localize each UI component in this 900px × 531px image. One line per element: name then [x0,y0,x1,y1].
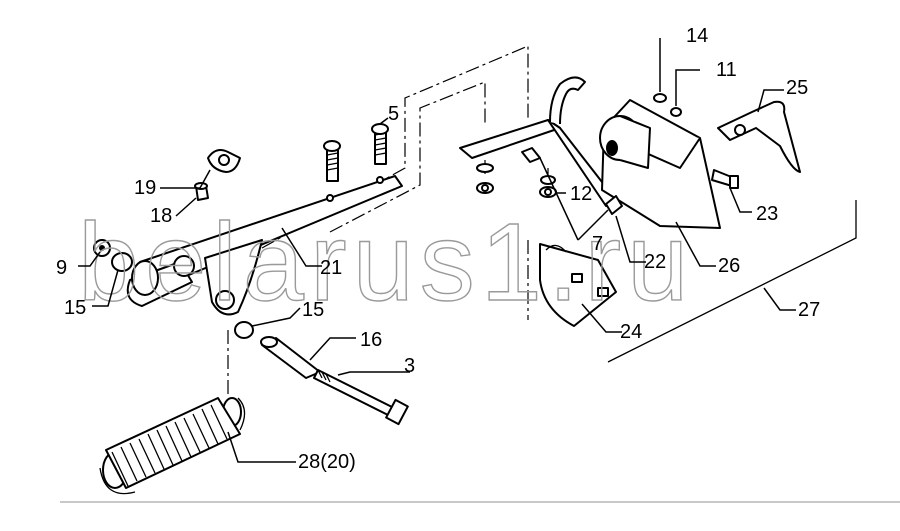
callout-16: 16 [360,329,382,351]
small-hardware-part [93,149,254,339]
bracket-part [459,76,617,207]
callout-14: 14 [686,25,708,47]
callout-leader-lines [78,38,796,463]
housing-part [599,99,721,229]
callout-25: 25 [786,77,808,99]
callout-27: 27 [798,299,820,321]
bolts-part [323,123,389,182]
lever-arm-part [126,175,403,316]
callout-3: 3 [404,355,415,377]
spring-part [99,397,246,495]
callout-18: 18 [150,205,172,227]
cover-part [539,243,617,327]
handle-part [711,100,801,189]
callout-19: 19 [134,177,156,199]
callout-9: 9 [56,257,67,279]
watermark-text: belarus1.ru [78,201,694,324]
pin-and-bolt-part [260,336,409,426]
callout-28-20: 28(20) [298,451,356,473]
callout-labels: 3 5 7 9 11 12 14 15 15 16 18 19 21 22 23… [56,25,820,473]
callout-15a: 15 [64,297,86,319]
callout-5: 5 [388,103,399,125]
callout-7: 7 [592,233,603,255]
callout-26: 26 [718,255,740,277]
callout-22: 22 [644,251,666,273]
callout-24: 24 [620,321,642,343]
callout-23: 23 [756,203,778,225]
callout-11: 11 [716,59,737,81]
frame-line-part [607,200,857,363]
callout-12: 12 [570,183,592,205]
callout-21: 21 [320,257,342,279]
callout-15b: 15 [302,299,324,321]
